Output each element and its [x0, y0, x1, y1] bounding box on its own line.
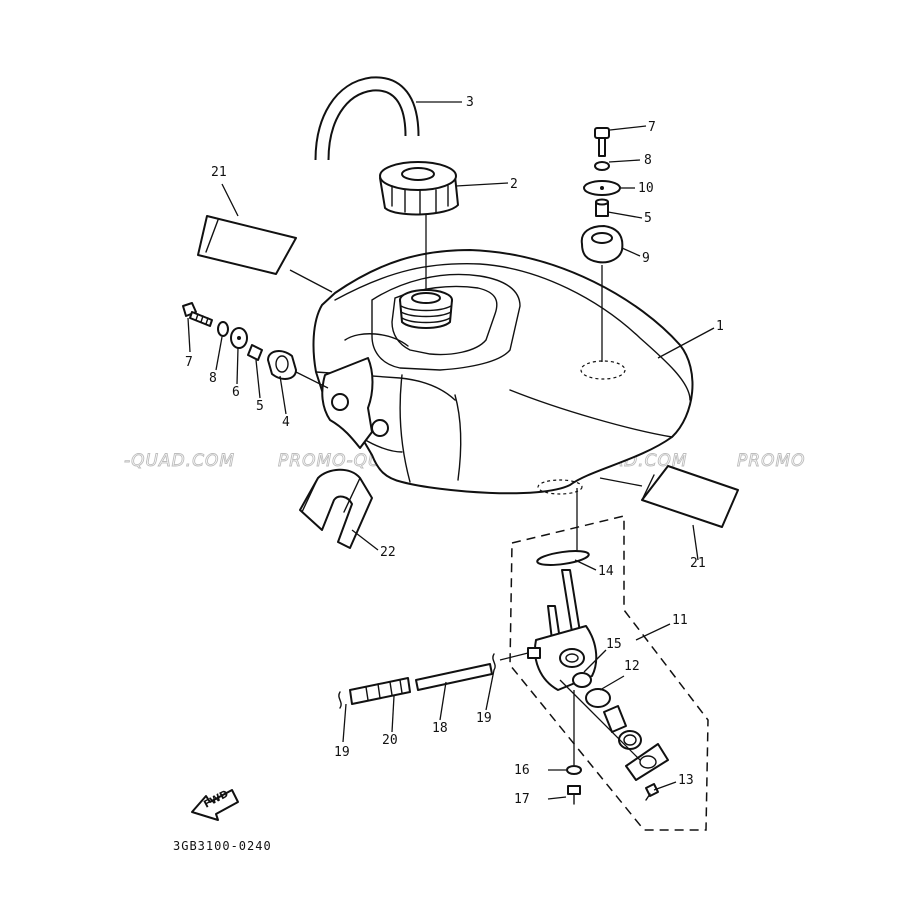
- callout-1: 1: [716, 319, 724, 334]
- fuel-tank: [312, 249, 694, 495]
- callout-11: 11: [672, 613, 688, 628]
- callout-18: 18: [432, 721, 448, 736]
- watermark-text-1: -QUAD.COM: [124, 451, 235, 471]
- callout-17: 17: [514, 792, 530, 807]
- callout-13: 13: [678, 773, 694, 788]
- pad-lower-right: [641, 465, 739, 528]
- right-mount-hardware: [580, 127, 624, 264]
- callout-10: 10: [638, 181, 654, 196]
- callout-22: 22: [380, 545, 396, 560]
- callout-2: 2: [510, 177, 518, 192]
- fuel-cock-assembly: [499, 488, 709, 831]
- fuel-cap: [379, 161, 459, 216]
- callout-20: 20: [382, 733, 398, 748]
- catalog-code: 3GB3100-0240: [173, 839, 272, 853]
- callout-16: 16: [514, 763, 530, 778]
- left-mount-axis-line: [295, 371, 329, 389]
- callout-19-right: 19: [476, 711, 492, 726]
- callout-4: 4: [282, 415, 290, 430]
- callout-3: 3: [466, 95, 474, 110]
- watermark-text-4: PROMO: [737, 451, 806, 471]
- callout-5-right: 5: [644, 211, 652, 226]
- pad-upper-left: [197, 215, 297, 275]
- callout-15: 15: [606, 637, 622, 652]
- hose-clip-left: [338, 691, 342, 709]
- callout-6: 6: [232, 385, 240, 400]
- fuel-hose: [415, 663, 493, 691]
- callout-19-left: 19: [334, 745, 350, 760]
- callouts: 3 2 7 8 10 5 9 1 21 7 8 6 5 4 22 21 14 1…: [185, 95, 724, 807]
- callout-9: 9: [642, 251, 650, 266]
- callout-12: 12: [624, 659, 640, 674]
- hose-sleeve: [349, 677, 411, 705]
- callout-5-left: 5: [256, 399, 264, 414]
- callout-8-left: 8: [209, 371, 217, 386]
- callout-21-lower: 21: [690, 556, 706, 571]
- callout-14: 14: [598, 564, 614, 579]
- fwd-arrow-icon: FWD: [191, 789, 239, 821]
- leader-lines: [187, 101, 715, 800]
- callout-21-upper: 21: [211, 165, 227, 180]
- callout-7-right: 7: [648, 120, 656, 135]
- callout-7-left: 7: [185, 355, 193, 370]
- left-mount-hardware: [182, 302, 297, 380]
- hose-clip-right: [492, 653, 496, 671]
- callout-8-right: 8: [644, 153, 652, 168]
